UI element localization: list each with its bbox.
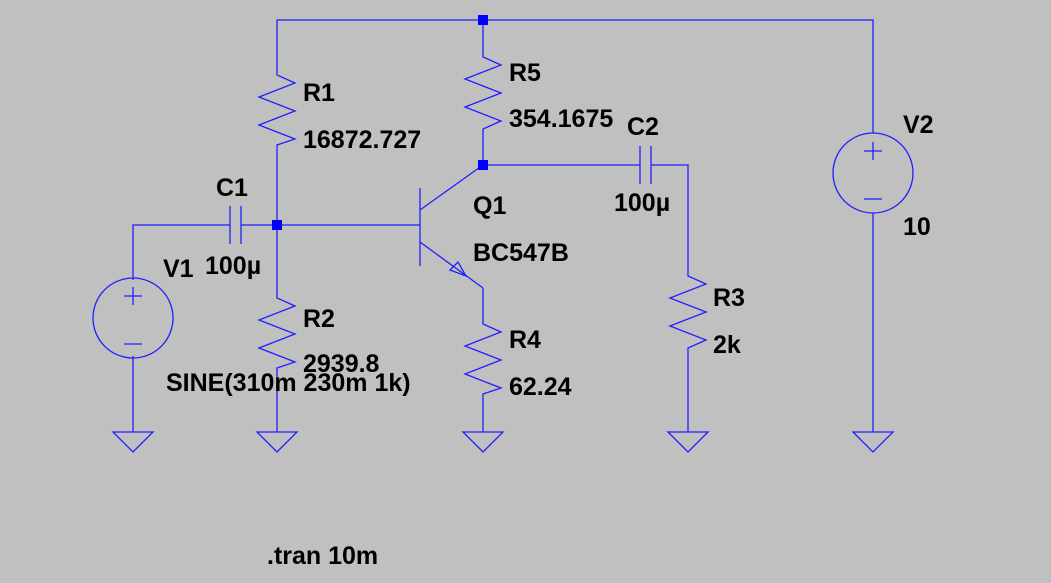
ground-icon [255,431,299,453]
q1-model-label[interactable]: BC547B [473,239,569,267]
voltage-source-v2[interactable] [832,132,914,214]
c2-value-label[interactable]: 100µ [614,189,670,217]
r4-name-label[interactable]: R4 [509,326,541,354]
resistor-r2[interactable] [257,292,297,372]
r4-value-label[interactable]: 62.24 [509,373,572,401]
r3-value-label[interactable]: 2k [713,331,741,359]
r5-value-label[interactable]: 354.1675 [509,105,613,133]
wire-c2-to-r3[interactable] [651,164,689,270]
junction-dot [272,220,282,230]
r3-name-label[interactable]: R3 [713,284,745,312]
capacitor-c2[interactable] [639,146,652,184]
junction-dot [478,15,488,25]
resistor-r3[interactable] [668,270,708,360]
r2-value-label[interactable]: 2939.8 [303,350,380,378]
ground-icon [461,431,505,453]
capacitor-c1[interactable] [229,206,242,244]
c1-value-label[interactable]: 100µ [205,252,261,280]
r5-name-label[interactable]: R5 [509,59,541,87]
junction-dot [478,160,488,170]
wire-top-rail[interactable] [276,19,874,133]
v1-value-label[interactable]: SINE(310m 230m 1k) [166,369,411,397]
ground-icon [111,431,155,453]
emitter-arrow-icon [448,260,468,278]
c1-name-label[interactable]: C1 [216,174,248,202]
r2-name-label[interactable]: R2 [303,305,335,333]
wire-v1-to-c1[interactable] [132,224,230,280]
wires [132,19,874,432]
ground-icon [851,431,895,453]
v2-value-label[interactable]: 10 [903,213,931,241]
resistor-r4[interactable] [463,318,503,398]
c2-name-label[interactable]: C2 [627,113,659,141]
resistor-r1[interactable] [257,69,297,150]
spice-directive[interactable]: .tran 10m [267,542,378,570]
q1-name-label[interactable]: Q1 [473,192,506,220]
voltage-source-v1[interactable] [92,277,174,359]
r1-value-label[interactable]: 16872.727 [303,126,421,154]
resistor-r5[interactable] [463,51,503,146]
r1-name-label[interactable]: R1 [303,79,335,107]
v1-name-label[interactable]: V1 [163,255,194,283]
transistor-q1[interactable] [419,164,484,318]
v2-name-label[interactable]: V2 [903,111,934,139]
ground-icon [666,431,710,453]
